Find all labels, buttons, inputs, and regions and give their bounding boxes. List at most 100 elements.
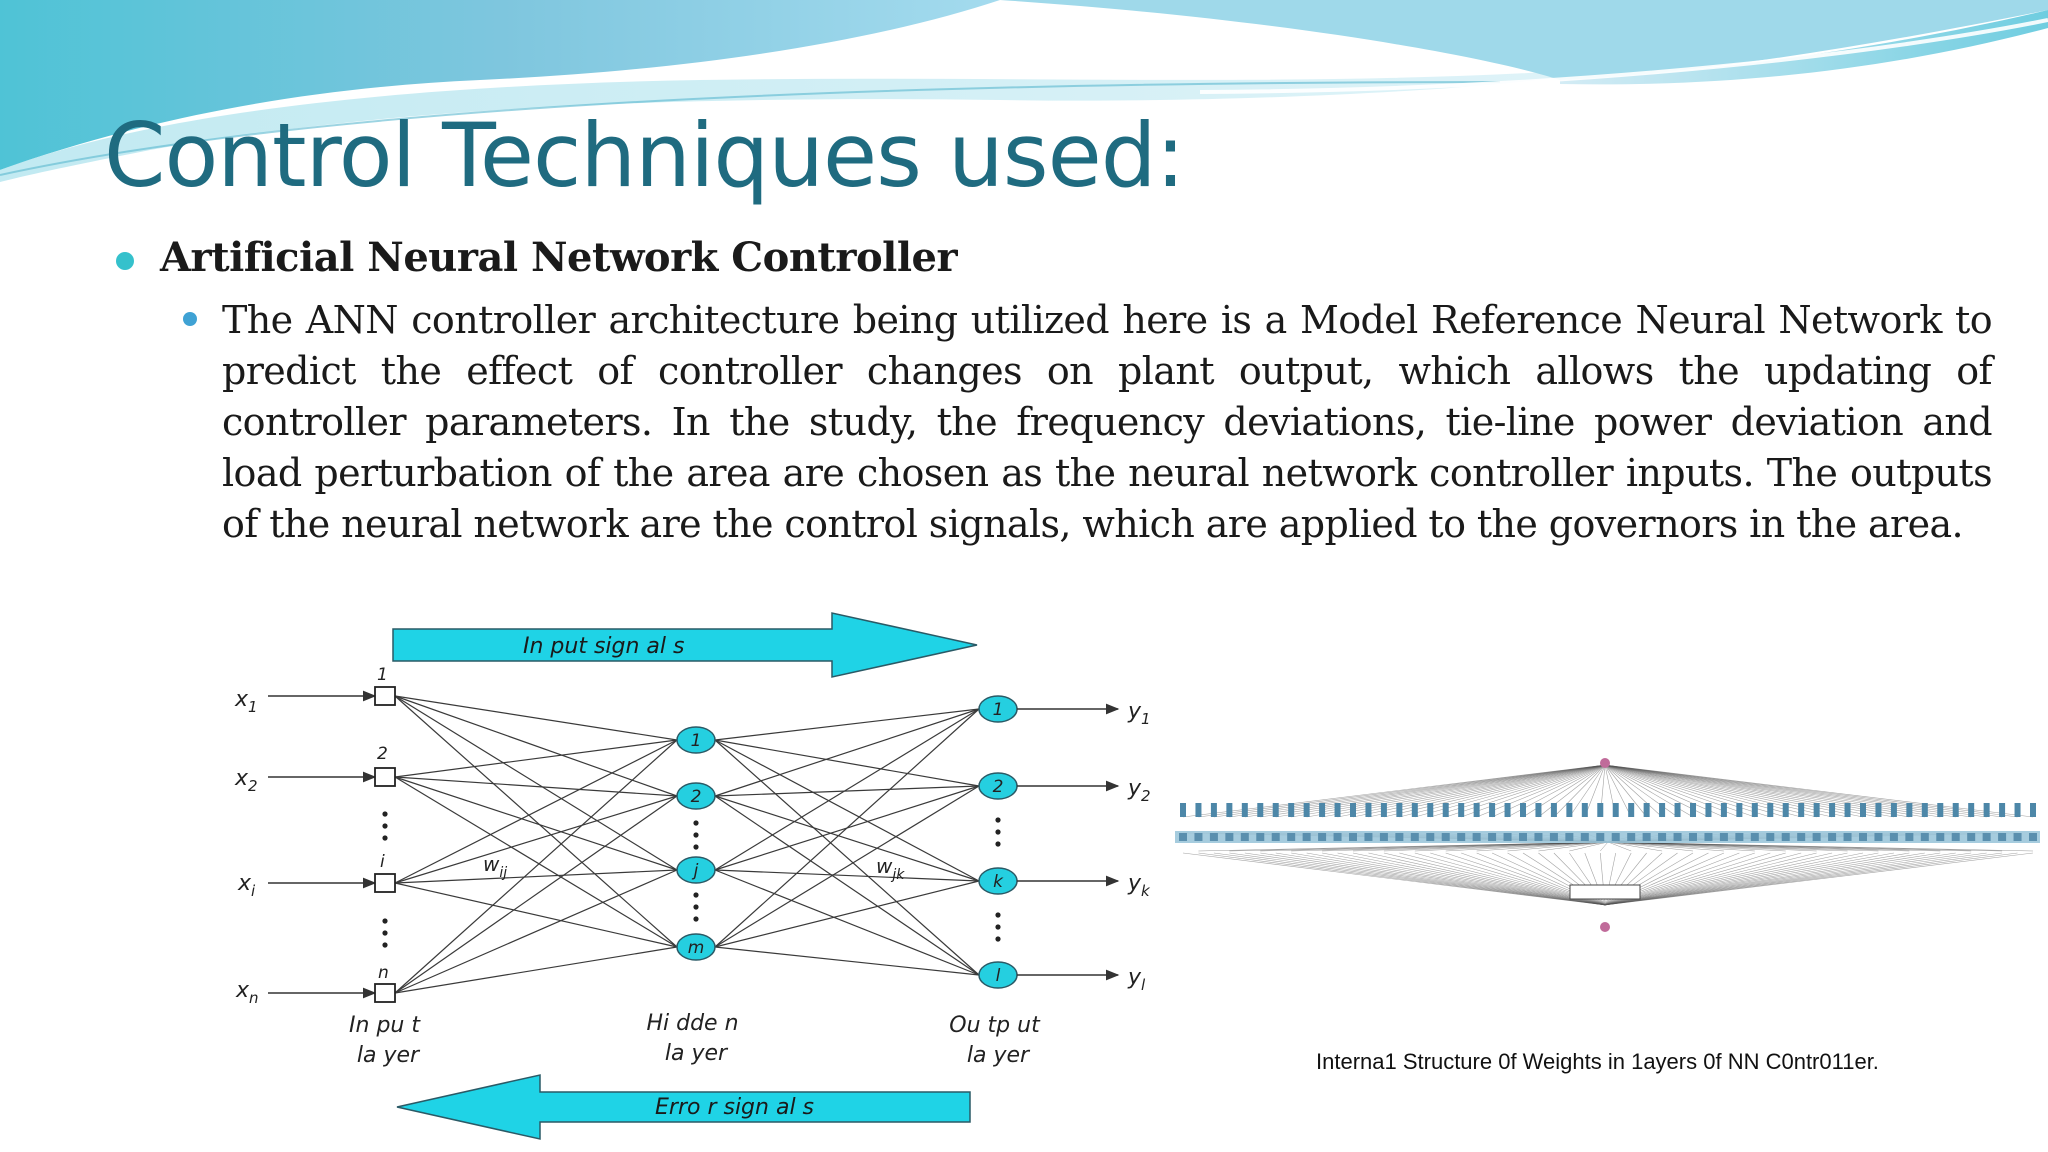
neuron-block	[1427, 803, 1434, 817]
neuron-block	[1396, 803, 1403, 817]
output-node-l: l yl	[978, 961, 1146, 994]
connection-line	[714, 739, 980, 787]
input-row-i: xi i	[237, 852, 396, 900]
input-node-index: i	[380, 852, 385, 872]
neuron-block	[1797, 833, 1806, 841]
input-layer-caption: In pu t la yer	[349, 1013, 427, 1068]
ellipsis-dot	[693, 844, 699, 850]
input-var-label: xn	[235, 978, 259, 1007]
output-layer-caption: Ou tp ut la yer	[949, 1013, 1046, 1068]
neuron-block	[1859, 833, 1867, 841]
neuron-block	[1473, 803, 1480, 817]
weight-connection	[1476, 764, 1606, 818]
weight-connection	[1604, 852, 1910, 906]
neuron-block	[1395, 833, 1404, 841]
connection-line	[714, 708, 980, 948]
neuron-block	[1457, 833, 1466, 841]
weight-connection	[1604, 852, 1956, 906]
bullet-icon	[116, 252, 134, 270]
weight-connection	[1383, 764, 1606, 818]
neuron-block	[1951, 833, 1960, 841]
error-signals-arrow	[396, 1074, 971, 1140]
connection-line	[714, 785, 980, 797]
weight-connection	[1399, 764, 1606, 818]
weight-connection	[1198, 764, 1606, 818]
connection-line	[394, 882, 678, 948]
weight-connection	[1229, 852, 1606, 906]
input-var-label: xi	[237, 871, 256, 900]
weight-connection	[1604, 764, 1864, 818]
ellipsis-dots	[382, 811, 1001, 948]
connection-line	[714, 739, 980, 882]
ellipsis-dot	[382, 942, 388, 948]
neuron-block	[1781, 833, 1790, 841]
weight-connection	[1604, 852, 2034, 906]
weight-connection	[1604, 764, 1647, 818]
connection-line	[394, 776, 678, 948]
neuron-block	[1488, 833, 1497, 841]
weight-connection	[1445, 764, 1606, 818]
neuron-block	[1549, 833, 1558, 841]
neuron-block	[1180, 803, 1186, 817]
input-node-index: 1	[377, 665, 388, 685]
neuron-block	[1704, 833, 1713, 841]
neuron-block	[1489, 803, 1496, 817]
neuron-block	[1813, 803, 1820, 817]
connection-line	[714, 739, 980, 976]
neuron-block	[1844, 803, 1851, 817]
neuron-block	[1596, 833, 1605, 841]
input-signals-label: In put sign al s	[523, 634, 684, 659]
weight-connection	[1604, 764, 1956, 818]
neuron-block	[1520, 803, 1526, 817]
weight-label-wjk: wjk	[876, 854, 905, 883]
neuron-block	[1349, 833, 1357, 841]
neuron-block	[1628, 803, 1635, 817]
weight-connection	[1275, 764, 1606, 818]
weight-connection	[1182, 852, 1606, 906]
connection-line	[394, 739, 678, 778]
output-node-k: k yk	[978, 867, 1151, 900]
input-node	[374, 686, 396, 706]
weight-connection	[1569, 764, 1606, 818]
neuron-block	[1350, 803, 1356, 817]
weight-connection	[1538, 764, 1606, 818]
weight-connection	[1322, 852, 1606, 906]
neuron-block	[1302, 833, 1311, 841]
neuron-block	[1288, 803, 1295, 817]
output-node-label: 1	[993, 700, 1004, 720]
weight-connection	[1291, 764, 1606, 818]
connection-line	[394, 795, 678, 994]
neuron-block	[1535, 803, 1542, 817]
weight-connection	[1213, 852, 1606, 906]
neuron-block	[1921, 803, 1928, 817]
neuron-block	[1458, 803, 1465, 817]
neuron-block	[1906, 803, 1913, 817]
input-node	[374, 873, 396, 893]
output-node-label: k	[993, 872, 1004, 892]
weight-connection	[1604, 764, 1725, 818]
neuron-block	[1319, 803, 1326, 817]
neuron-block	[1812, 833, 1821, 841]
weight-connection	[1604, 764, 1817, 818]
neuron-block	[1690, 803, 1696, 817]
neuron-block	[1735, 833, 1744, 841]
connection-line	[714, 708, 980, 741]
ellipsis-dot	[382, 823, 388, 829]
connection-line	[394, 695, 678, 797]
neuron-block	[1241, 803, 1248, 817]
weight-connection	[1604, 764, 1833, 818]
weight-connection	[1553, 764, 1606, 818]
output-var-label: yk	[1127, 871, 1151, 900]
neuron-block	[1272, 803, 1279, 817]
neuron-block	[1860, 803, 1866, 817]
weight-connection	[1352, 852, 1606, 906]
input-row-2: x2 2	[234, 744, 396, 795]
weight-connection	[1604, 852, 2003, 906]
weight-connection	[1604, 852, 2018, 906]
neuron-block	[1998, 833, 2007, 841]
neuron-block	[1303, 803, 1310, 817]
neuron-block	[1442, 803, 1449, 817]
neuron-block	[1967, 833, 1976, 841]
hidden-node-label: 1	[691, 731, 702, 751]
neuron-block	[1426, 833, 1435, 841]
